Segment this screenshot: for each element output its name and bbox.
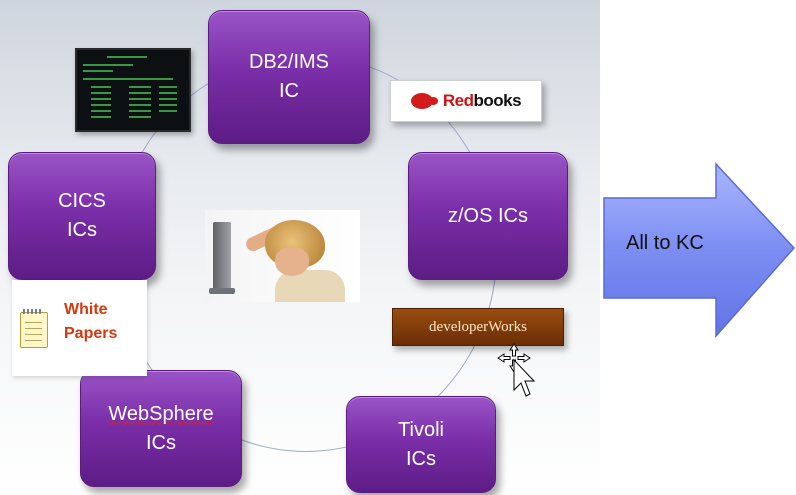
developerworks-logo: developerWorks (392, 308, 564, 346)
node-tivoli[interactable]: Tivoli ICs (346, 396, 496, 493)
node-zos[interactable]: z/OS ICs (408, 152, 568, 280)
node-tivoli-line2: ICs (406, 447, 436, 470)
node-db2-ims-line1: DB2/IMS (248, 51, 330, 73)
node-db2-ims[interactable]: DB2/IMS IC (208, 10, 370, 144)
node-websphere[interactable]: WebSphere ICs (80, 370, 242, 487)
redbooks-logo: Redbooks (390, 80, 542, 122)
move-cursor-icon (497, 343, 536, 397)
node-zos-label: z/OS ICs (447, 204, 528, 227)
node-cics[interactable]: CICS ICs (8, 152, 156, 280)
node-cics-line2: ICs (67, 219, 97, 241)
redbooks-red-text: Red (442, 91, 474, 110)
stressed-person-photo (205, 210, 360, 302)
arrow-label: All to KC (626, 232, 704, 254)
white-papers-card: White Papers (12, 280, 147, 376)
developerworks-text: developerWorks (429, 318, 527, 335)
redbooks-mark-icon (410, 93, 438, 109)
notepad-icon (20, 309, 48, 348)
white-papers-line1: White (64, 301, 108, 318)
white-papers-line2: Papers (64, 325, 118, 342)
node-websphere-line2: ICs (146, 431, 176, 454)
node-cics-line1: CICS (58, 190, 106, 212)
node-tivoli-line1: Tivoli (398, 418, 444, 441)
right-arrow (603, 162, 796, 338)
node-websphere-line1: WebSphere (108, 402, 214, 425)
redbooks-black-text: books (473, 91, 522, 110)
terminal-screenshot (75, 48, 191, 132)
node-db2-ims-line2: IC (279, 80, 299, 102)
